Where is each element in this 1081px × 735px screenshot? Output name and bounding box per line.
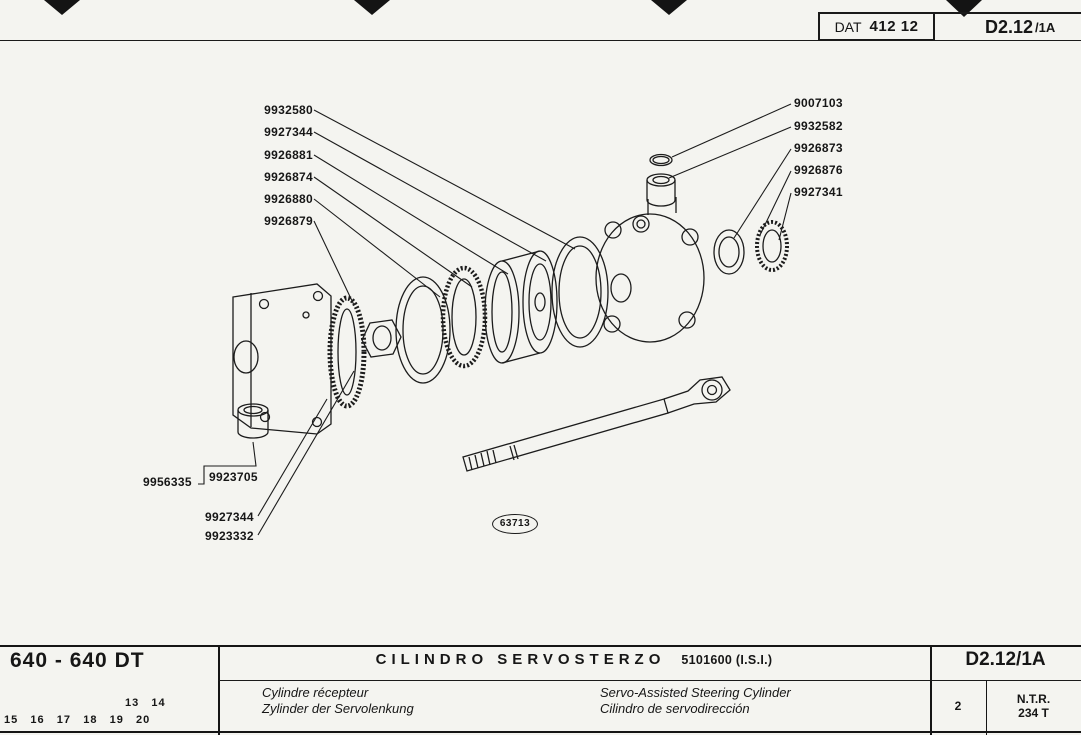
pilot-bushing-part: [646, 173, 676, 207]
subtitle-es: Cilindro de servodirección: [600, 701, 750, 716]
knurled-washer-part: [755, 220, 789, 272]
page-title-code: 5101600 (I.S.I.): [681, 653, 773, 667]
footer-bottom-rule: [0, 731, 1081, 733]
figure-number-badge: 63713: [492, 514, 538, 534]
footer-divider: [218, 645, 220, 735]
registration-mark: [44, 0, 80, 15]
part-number-label: 9926876: [794, 163, 843, 177]
part-number-label: 9927341: [794, 185, 843, 199]
model-label: 640 - 640 DT: [10, 649, 145, 672]
sheet-code-suffix: /1A: [1035, 20, 1056, 35]
part-number-label: 9926880: [264, 192, 313, 206]
footer-divider: [986, 680, 987, 735]
part-number-label: 9927344: [205, 510, 254, 524]
footer-divider: [218, 680, 1081, 681]
subtitle-en: Servo-Assisted Steering Cylinder: [600, 685, 791, 700]
index-numbers: 15 16 17 18 19 20: [4, 714, 151, 726]
knurled-ring-part: [327, 295, 367, 409]
o-ring-small-part: [649, 153, 673, 167]
subtitle-fr: Cylindre récepteur: [262, 685, 369, 700]
dat-box: DAT 412 12: [818, 12, 935, 41]
footer-divider: [930, 645, 932, 735]
part-number-label: 9926881: [264, 148, 313, 162]
cylinder-head-part: [595, 197, 705, 343]
leader-lines: [198, 103, 792, 536]
washer-ring-part: [713, 229, 745, 275]
part-number-label: 9923705: [209, 470, 258, 484]
hex-nut-part: [361, 319, 402, 358]
subtitle-de: Zylinder der Servolenkung: [262, 701, 414, 716]
part-number-label: 9932580: [264, 103, 313, 117]
part-number-label: 9932582: [794, 119, 843, 133]
footer-title-row: CILINDRO SERVOSTERZO 5101600 (I.S.I.): [218, 651, 930, 669]
sheet-code: D2.12: [985, 17, 1034, 37]
page-title: CILINDRO SERVOSTERZO: [375, 651, 666, 668]
part-number-label: 9923332: [205, 529, 254, 543]
index-numbers: 13 14: [125, 697, 166, 709]
mounting-bracket: [232, 283, 332, 435]
dat-label: DAT: [834, 18, 862, 35]
part-number-label: 9007103: [794, 96, 843, 110]
registration-mark: [651, 0, 687, 15]
o-ring-large-part: [551, 236, 609, 348]
part-number-label: 9926873: [794, 141, 843, 155]
sheet-code-box: D2.12 /1A: [935, 12, 1081, 41]
footer-sheet-code: D2.12/1A: [965, 649, 1046, 670]
top-rule: [0, 40, 1081, 41]
ntr-value: 234 T: [1018, 706, 1049, 720]
bushing-part: [237, 403, 269, 439]
dat-number: 412 12: [869, 18, 919, 35]
part-number-label: 9926879: [264, 214, 313, 228]
sheet-number: 2: [954, 699, 962, 713]
exploded-diagram: [198, 103, 792, 536]
ntr-cell: N.T.R. 234 T: [986, 692, 1081, 720]
part-number-label: 9956335: [143, 475, 192, 489]
ntr-label: N.T.R.: [1016, 692, 1051, 706]
piston-part: [484, 250, 558, 364]
registration-mark: [354, 0, 390, 15]
footer-top-rule: [0, 645, 1081, 647]
piston-rod-part: [462, 376, 731, 472]
part-number-label: 9927344: [264, 125, 313, 139]
part-number-label: 9926874: [264, 170, 313, 184]
